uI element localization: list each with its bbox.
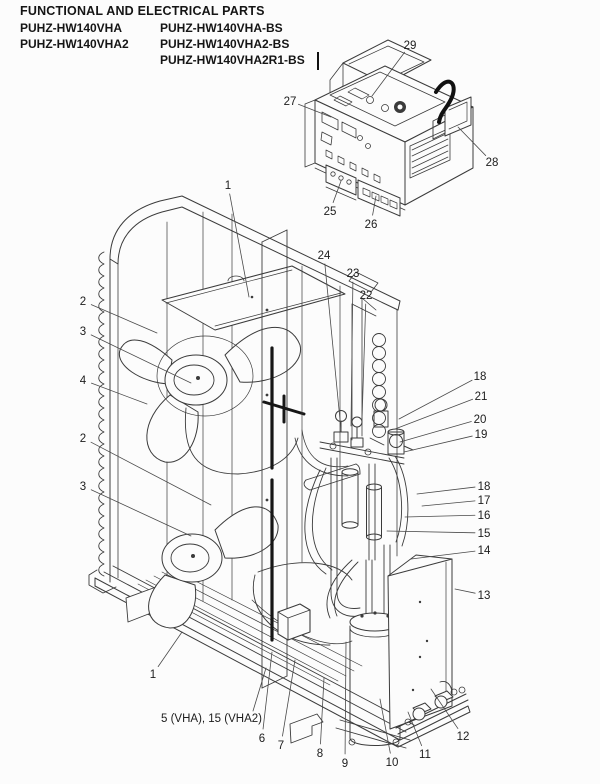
service-valves-drawing: [396, 682, 468, 735]
callout-number-18: 18: [474, 371, 487, 383]
model-number: PUHZ-HW140VHA2R1-BS: [160, 53, 305, 67]
electrical-box-drawing: [305, 40, 473, 216]
callout-leader-21: [395, 399, 473, 429]
model-list-right: PUHZ-HW140VHA-BS PUHZ-HW140VHA2-BS PUHZ-HW…: [160, 20, 305, 68]
callout-leader-8: [320, 678, 324, 744]
callout-layer: 2927282526123423242322182120191817161514…: [80, 40, 499, 770]
callout-leader-23: [351, 282, 353, 426]
callout-number-1: 1: [150, 669, 156, 681]
callout-leader-24: [325, 264, 341, 430]
callout-leader-27: [298, 104, 331, 117]
callout-number-24: 24: [318, 250, 331, 262]
callout-leader-29: [372, 52, 405, 96]
callout-leader-2: [91, 442, 211, 505]
callout-number-8: 8: [317, 748, 323, 760]
callout-leader-19: [404, 436, 472, 452]
page-header: FUNCTIONAL AND ELECTRICAL PARTS PUHZ-HW1…: [20, 4, 305, 68]
callout-number-2: 2: [80, 296, 86, 308]
callout-leader-17: [422, 501, 475, 506]
callout-number-25: 25: [324, 206, 337, 218]
callout-number-23: 23: [347, 268, 360, 280]
scan-artifact-mark: [317, 52, 319, 70]
callout-number-26: 26: [365, 219, 378, 231]
callout-leader-3: [91, 490, 191, 536]
callout-leader-12: [431, 689, 458, 729]
callout-leader-22: [362, 304, 366, 420]
callout-number-7: 7: [278, 740, 284, 752]
callout-number-20: 20: [474, 414, 487, 426]
center-panel-drawing: [262, 230, 348, 688]
callout-number-10: 10: [386, 757, 399, 769]
callout-leader-11: [408, 712, 422, 746]
callout-leader-18: [399, 380, 472, 419]
model-number: PUHZ-HW140VHA2: [20, 37, 129, 51]
model-list-left: PUHZ-HW140VHA PUHZ-HW140VHA2: [20, 20, 160, 68]
callout-leader-7: [282, 660, 295, 736]
callout-number-29: 29: [404, 40, 417, 52]
variant-note: 5 (VHA), 15 (VHA2): [161, 713, 262, 725]
callout-number-15: 15: [478, 528, 491, 540]
callout-number-13: 13: [478, 590, 491, 602]
variant-note-leader: [253, 668, 266, 711]
callout-number-3: 3: [80, 481, 86, 493]
callout-leader-1: [230, 194, 249, 297]
callout-number-2: 2: [80, 433, 86, 445]
callout-number-19: 19: [475, 429, 488, 441]
callout-leader-14: [411, 551, 475, 559]
callout-leader-25: [333, 181, 341, 203]
callout-number-18: 18: [478, 481, 491, 493]
callout-leader-10: [380, 699, 390, 753]
callout-number-28: 28: [486, 157, 499, 169]
callout-leader-15: [387, 531, 475, 533]
callout-leader-2: [91, 305, 157, 333]
callout-leader-1: [158, 632, 182, 667]
page-title: FUNCTIONAL AND ELECTRICAL PARTS: [20, 4, 265, 18]
callout-leader-20: [400, 421, 471, 442]
capacitor-box-drawing: [278, 604, 310, 640]
callout-number-16: 16: [478, 510, 491, 522]
callout-number-21: 21: [475, 391, 488, 403]
model-number: PUHZ-HW140VHA2-BS: [160, 37, 290, 51]
fan-drawing: [119, 327, 352, 645]
callout-leader-4: [91, 383, 147, 404]
callout-number-9: 9: [342, 758, 348, 770]
callout-leader-26: [373, 196, 376, 215]
callout-leader-13: [455, 589, 475, 593]
piping-drawing: [304, 399, 413, 620]
callout-number-4: 4: [80, 375, 87, 387]
model-list: PUHZ-HW140VHA PUHZ-HW140VHA2 PUHZ-HW140VH…: [20, 20, 305, 68]
callout-number-1: 1: [225, 180, 231, 192]
callout-leader-6: [263, 652, 272, 729]
callout-number-12: 12: [457, 731, 470, 743]
callout-leader-28: [458, 127, 486, 156]
callout-leader-9: [345, 642, 346, 754]
callout-number-14: 14: [478, 545, 491, 557]
callout-number-3: 3: [80, 326, 86, 338]
callout-leader-18: [417, 487, 475, 494]
callout-leader-16: [405, 515, 475, 517]
callout-number-11: 11: [419, 749, 431, 761]
callout-number-6: 6: [259, 733, 265, 745]
callout-number-22: 22: [360, 290, 373, 302]
callout-leader-3: [91, 335, 191, 383]
right-coil-drawing: [352, 298, 386, 445]
side-panel-drawing: [388, 555, 452, 729]
model-number: PUHZ-HW140VHA-BS: [160, 21, 283, 35]
callout-number-17: 17: [478, 495, 491, 507]
model-number: PUHZ-HW140VHA: [20, 21, 123, 35]
callout-number-27: 27: [284, 96, 297, 108]
